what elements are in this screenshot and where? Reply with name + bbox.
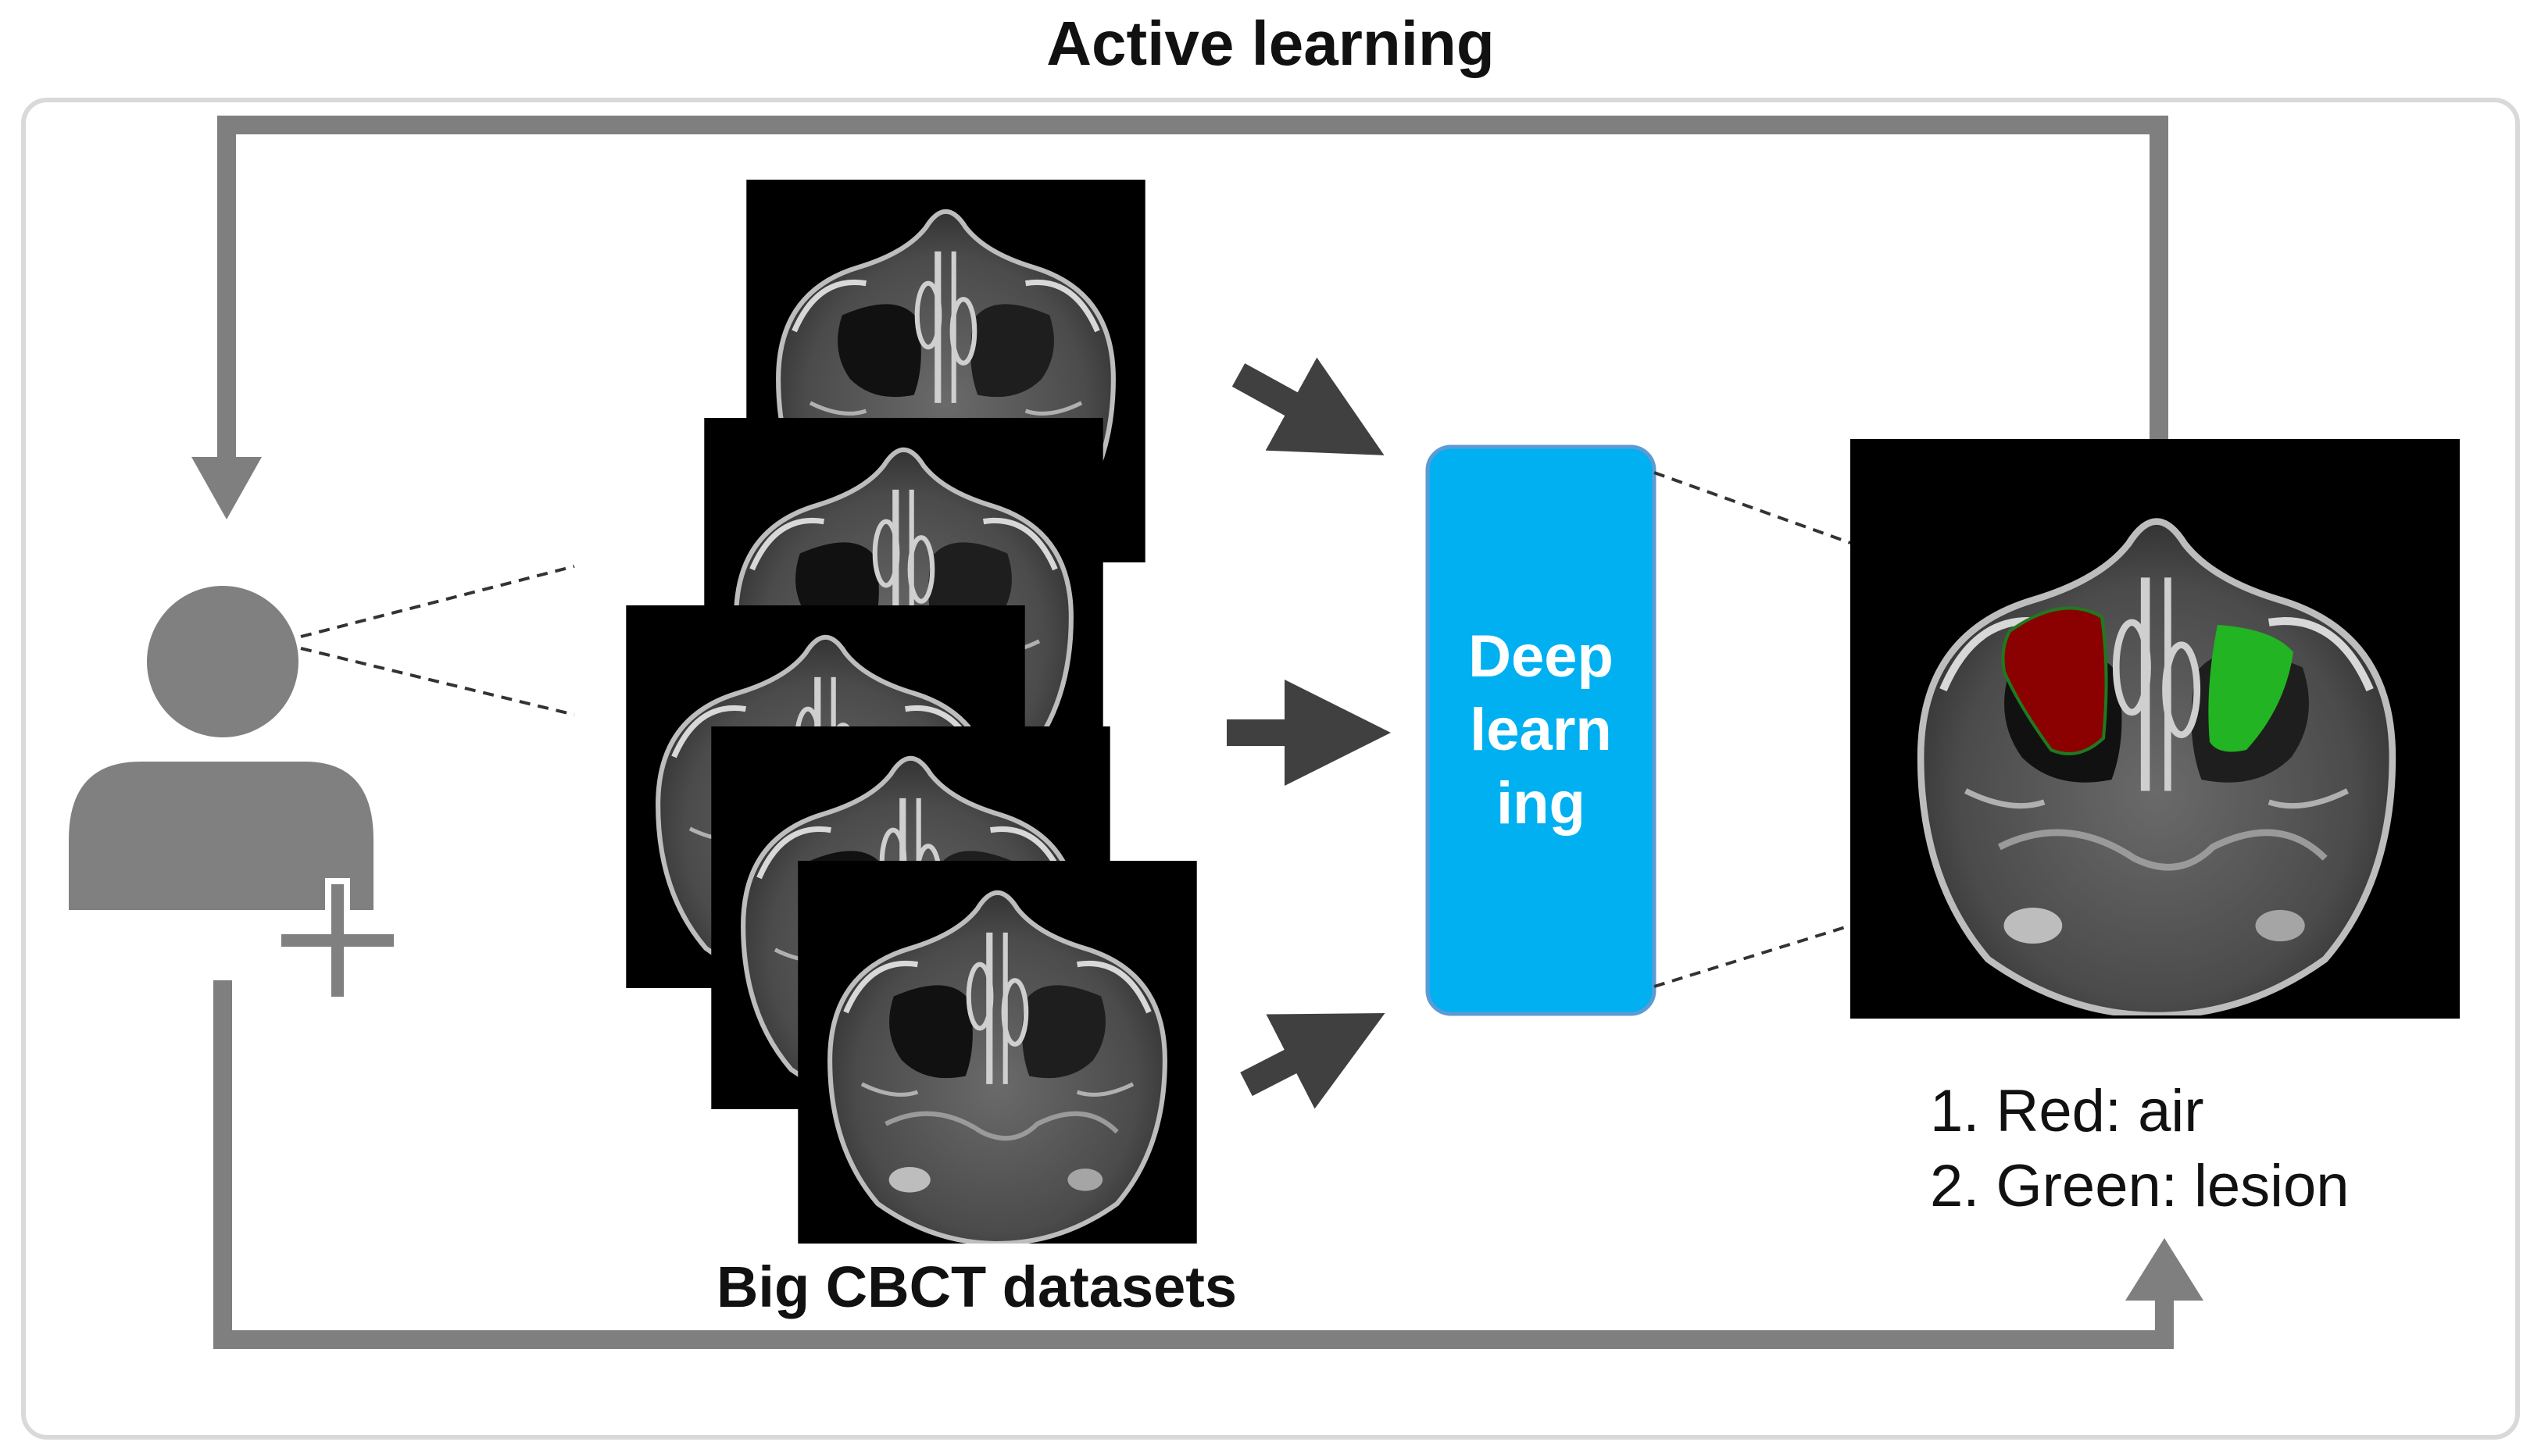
diagram-title: Active learning [1046,9,1495,78]
deep-learning-label-text: Deep learn ing [1468,623,1614,837]
legend: 1. Red: air 2. Green: lesion [1930,1074,2350,1224]
dataset-label: Big CBCT datasets [716,1254,1238,1319]
legend-item-lesion: 2. Green: lesion [1930,1153,2350,1219]
user-plus-icon [69,586,400,1003]
model-to-output-connector [1653,471,1851,988]
cbct-slice-5 [798,861,1196,1244]
segmentation-output-image [1850,439,2460,1019]
cbct-slice-stack [626,180,1196,1244]
input-arrow-bottom [1240,1012,1385,1109]
input-arrow-top [1231,357,1385,455]
deep-learning-box [1425,444,1656,1016]
feedback-arrow-top [191,116,2168,519]
outer-frame [21,98,2520,1440]
annotation-arrow-bottom [213,980,2203,1349]
legend-item-air: 1. Red: air [1930,1078,2204,1144]
air-mask [2001,606,2108,755]
input-arrows [1227,357,1391,1109]
user-to-data-connector [300,565,575,716]
lesion-mask [2208,625,2293,752]
deep-learning-label: Deep learn ing [1428,447,1654,1014]
